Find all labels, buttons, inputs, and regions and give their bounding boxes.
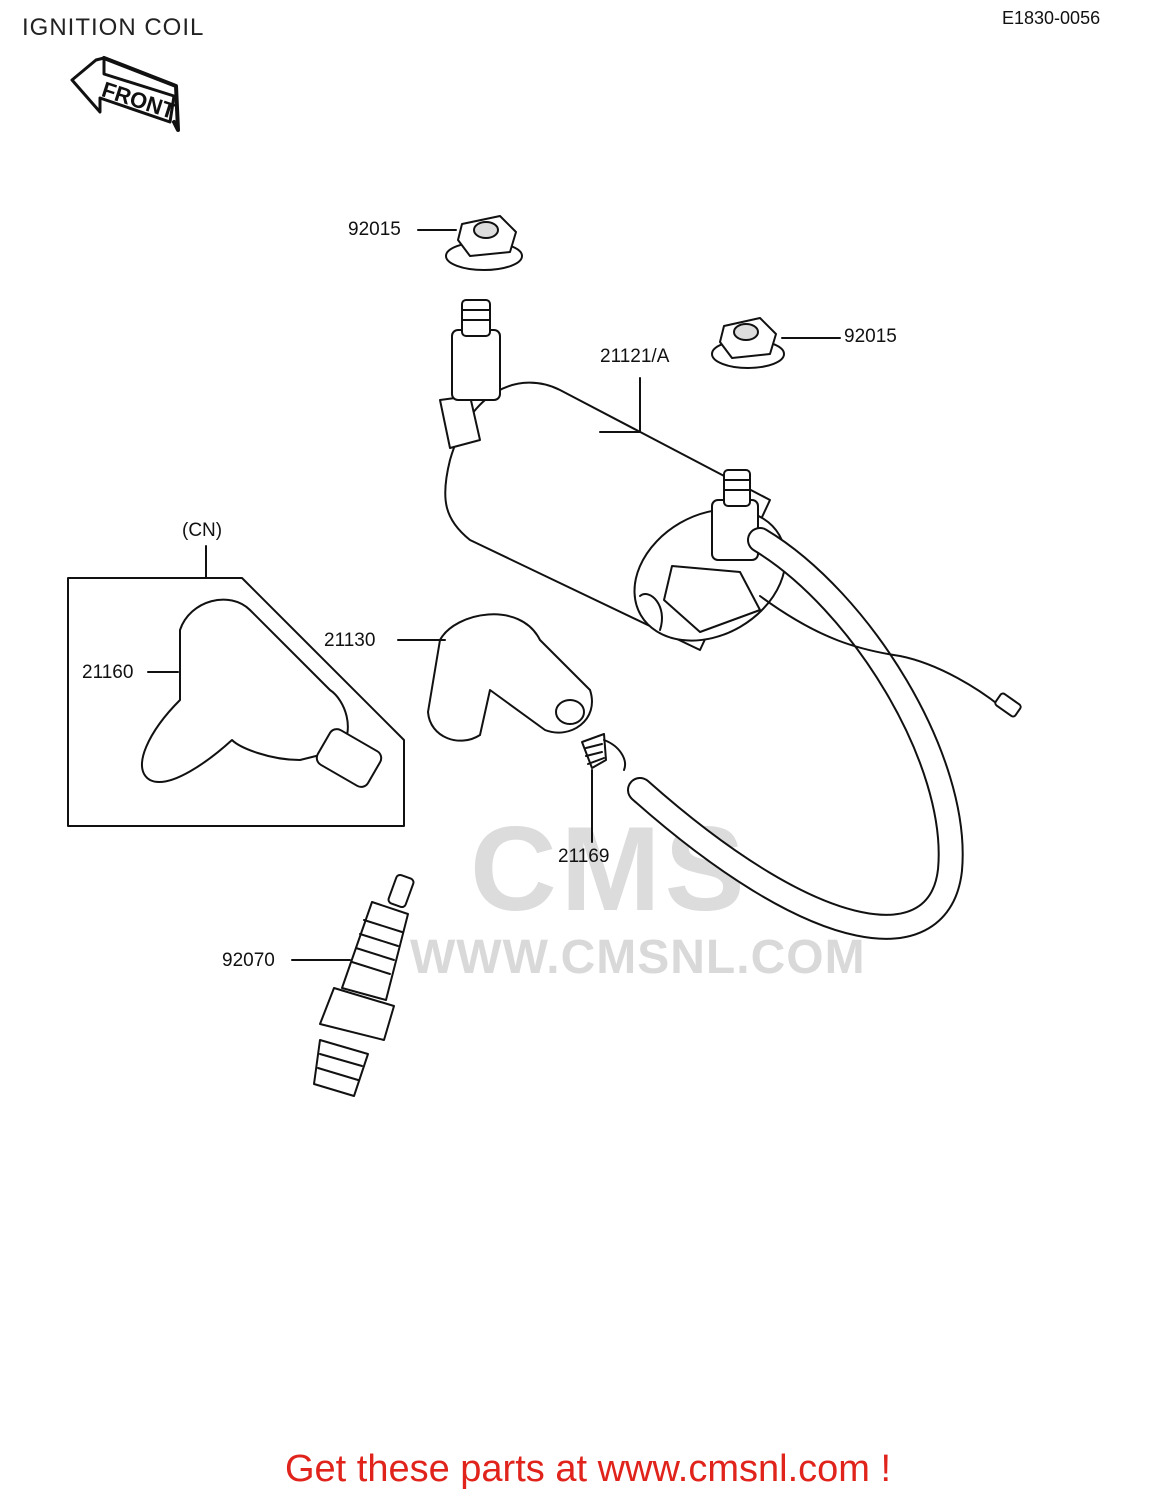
part-label-cap[interactable]: 21130 [324, 630, 376, 651]
part-label-nut-top[interactable]: 92015 [348, 219, 401, 240]
part-label-spring[interactable]: 21169 [558, 846, 610, 867]
ht-lead-icon [627, 527, 1022, 940]
spark-plug-icon [291, 873, 415, 1097]
plug-cap-icon [397, 613, 593, 742]
cn-group-box [67, 545, 405, 827]
spring-icon [581, 733, 626, 843]
front-arrow-icon: FRONT [70, 56, 180, 132]
part-label-nut-right[interactable]: 92015 [844, 326, 897, 347]
part-label-plug[interactable]: 92070 [222, 950, 275, 971]
ignition-coil-icon [439, 299, 787, 651]
group-label-cn: (CN) [182, 520, 223, 541]
part-label-coil[interactable]: 21121/A [600, 346, 670, 367]
diagram-reference-code: E1830-0056 [1002, 8, 1101, 28]
footer-link-text[interactable]: Get these parts at www.cmsnl.com ! [284, 1448, 892, 1490]
watermark-url: WWW.CMSNL.COM [410, 931, 866, 984]
part-label-cap-cn[interactable]: 21160 [82, 662, 134, 683]
nut-top-icon [417, 215, 523, 271]
page-title: IGNITION COIL [22, 14, 205, 41]
nut-right-icon [711, 317, 841, 369]
